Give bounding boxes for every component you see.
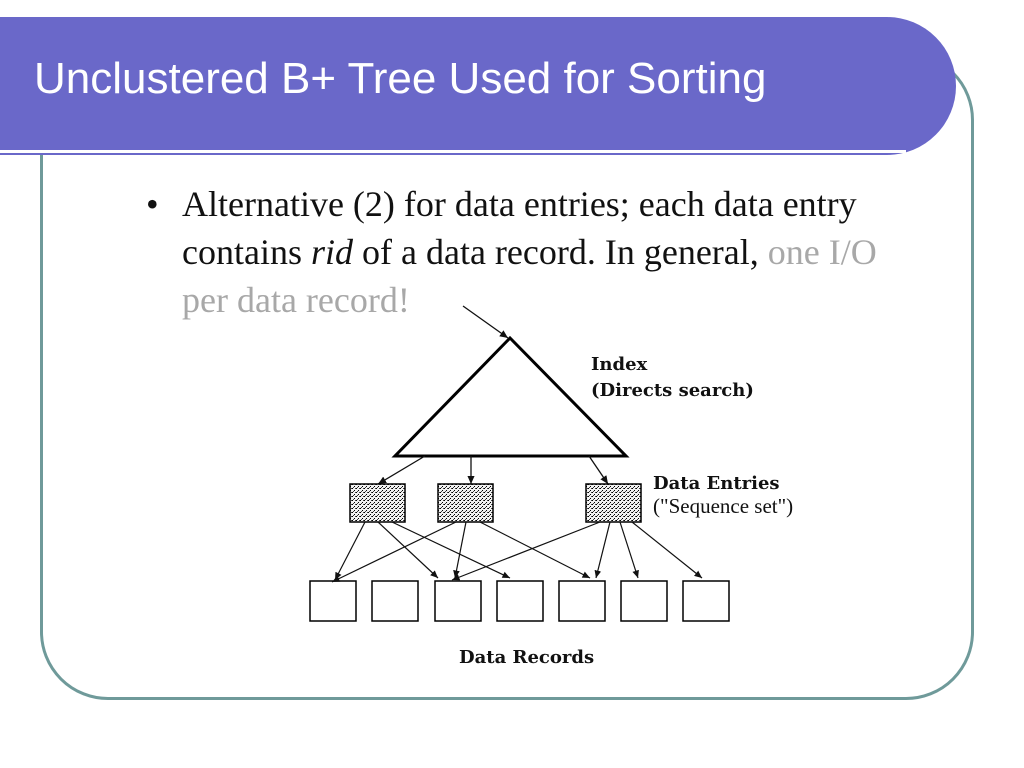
data-entry-page — [437, 483, 494, 523]
bullet-rid-term: rid — [310, 232, 353, 272]
bullet-item: • Alternative (2) for data entries; each… — [146, 180, 886, 324]
search-entry-arrow — [462, 305, 509, 339]
data-record-page — [309, 580, 357, 622]
bullet-text-part-1: Alternative (2) for data entries; each d… — [182, 184, 857, 272]
title-underline — [0, 150, 906, 153]
data-record-page — [558, 580, 606, 622]
index-triangle — [391, 335, 630, 458]
data-entry-page — [349, 483, 406, 523]
index-label: Index — [591, 354, 648, 375]
data-record-page — [496, 580, 544, 622]
bullet-text: Alternative (2) for data entries; each d… — [182, 180, 886, 324]
bullet-faded-text: one I/O per data record! — [182, 232, 877, 320]
slide-title: Unclustered B+ Tree Used for Sorting — [34, 54, 767, 103]
data-record-page — [434, 580, 482, 622]
data-entries-sublabel: ("Sequence set") — [653, 494, 794, 518]
index-sublabel: (Directs search) — [591, 380, 754, 401]
data-record-page — [620, 580, 668, 622]
bullet-dot-icon: • — [146, 184, 159, 224]
data-entry-page — [585, 483, 642, 523]
data-record-page — [682, 580, 730, 622]
rid-pointer-arrows — [331, 521, 703, 583]
index-to-entry-arrow — [588, 455, 609, 485]
data-record-page — [371, 580, 419, 622]
data-records-label: Data Records — [459, 647, 595, 668]
bullet-text-part-2: of a data record. In general, — [353, 232, 759, 272]
data-entries-label: Data Entries — [653, 473, 780, 494]
index-to-entry-arrow — [377, 455, 426, 485]
title-bar — [0, 17, 956, 155]
